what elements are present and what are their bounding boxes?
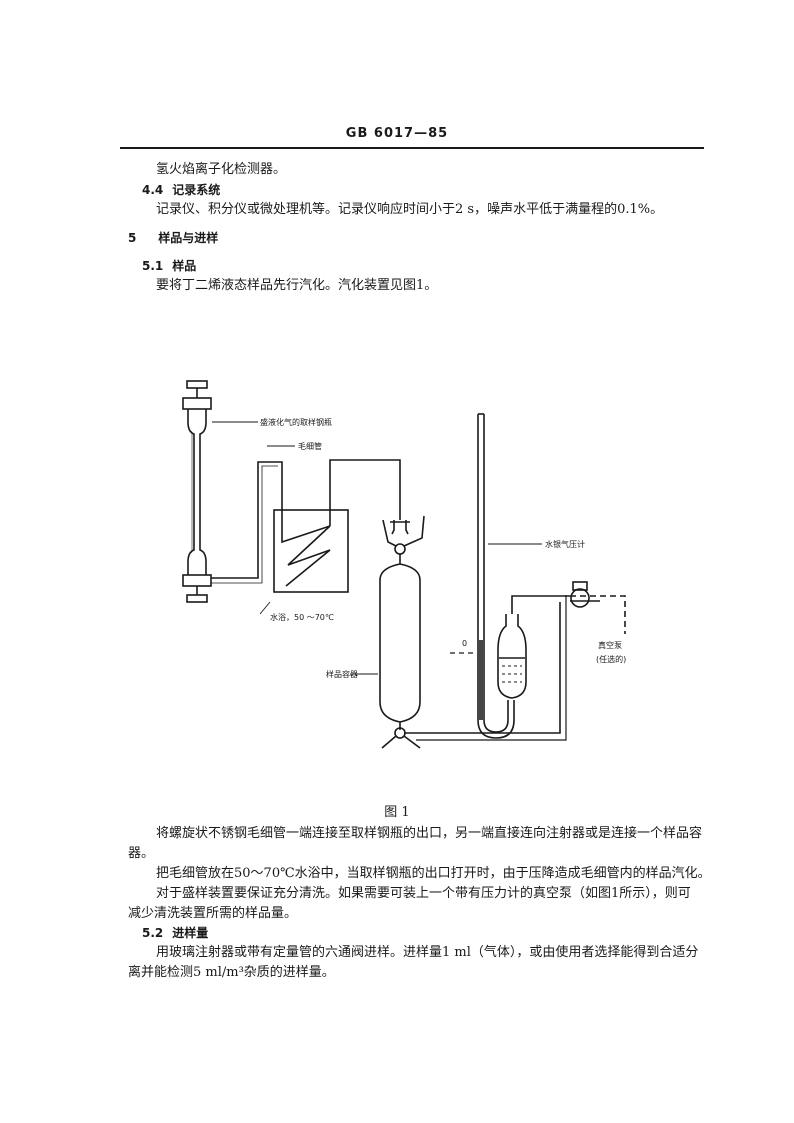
water-bath <box>273 509 349 593</box>
section-5-2-heading: 5.2 进样量 <box>142 924 208 942</box>
label-vacuum-pump: 真空泵 <box>598 640 622 650</box>
stopcock <box>570 581 600 608</box>
section-number: 5 <box>128 231 137 245</box>
inject-paragraph-line1: 用玻璃注射器或带有定量管的六通阀进样。进样量1 ml（气体），或由使用者选择能得… <box>156 945 699 960</box>
section-5-1-heading: 5.1 样品 <box>142 257 196 275</box>
section-5-heading: 5 样品与进样 <box>128 229 218 247</box>
sampling-cylinder <box>182 380 212 603</box>
label-water-bath: 水浴，50 ～70℃ <box>270 612 334 622</box>
connect-paragraph-line1: 将螺旋状不锈钢毛细管一端连接至取样钢瓶的出口，另一端直接连向注射器或是连接一个样… <box>156 826 703 841</box>
mercury-reservoir <box>497 614 527 699</box>
sample-paragraph: 要将丁二烯液态样品先行汽化。汽化装置见图1。 <box>156 278 438 293</box>
section-4-4-heading: 4.4 记录系统 <box>142 181 220 199</box>
inject-paragraph-line2: 离并能检测5 ml/m³杂质的进样量。 <box>128 965 335 980</box>
figure-caption: 图 1 <box>384 805 410 820</box>
flush-paragraph-line1: 对于盛样装置要保证充分清洗。如果需要可装上一个带有压力计的真空泵（如图1所示），… <box>156 886 691 901</box>
section-number: 4.4 <box>142 183 164 197</box>
capillary-coil <box>281 514 331 587</box>
label-sampling-cylinder: 盛液化气的取样钢瓶 <box>260 417 332 427</box>
section-title: 进样量 <box>172 926 209 940</box>
label-zero: 0 <box>462 639 467 648</box>
section-number: 5.2 <box>142 926 164 940</box>
section-title: 样品与进样 <box>158 231 219 245</box>
sample-container <box>379 515 425 749</box>
vaporization-apparatus-diagram: 盛液化气的取样钢瓶 毛细管 水浴，50 ～70℃ 水银气压计 0 真空泵 (任选… <box>182 380 626 749</box>
label-capillary: 毛细管 <box>298 441 322 451</box>
capillary-tube <box>211 461 283 579</box>
recorder-paragraph: 记录仪、积分仪或微处理机等。记录仪响应时间小于2 s，噪声水平低于满量程的0.1… <box>156 202 664 217</box>
detector-line: 氢火焰离子化检测器。 <box>156 162 287 177</box>
section-title: 样品 <box>172 259 197 273</box>
mercury-manometer <box>477 413 515 739</box>
section-title: 记录系统 <box>172 183 221 197</box>
section-number: 5.1 <box>142 259 164 273</box>
label-mercury-manometer: 水银气压计 <box>545 539 585 549</box>
header-rule <box>120 147 704 149</box>
label-pump-optional: (任选的) <box>596 654 626 664</box>
pump-line <box>570 595 626 634</box>
bath-paragraph: 把毛细管放在50～70℃水浴中，当取样钢瓶的出口打开时，由于压降造成毛细管内的样… <box>156 866 711 881</box>
standard-code-header: GB 6017—85 <box>345 126 449 141</box>
label-sample-container: 样品容器 <box>326 669 358 679</box>
flush-paragraph-line2: 减少清洗装置所需的样品量。 <box>128 906 298 921</box>
connect-paragraph-line2: 器。 <box>128 846 155 861</box>
